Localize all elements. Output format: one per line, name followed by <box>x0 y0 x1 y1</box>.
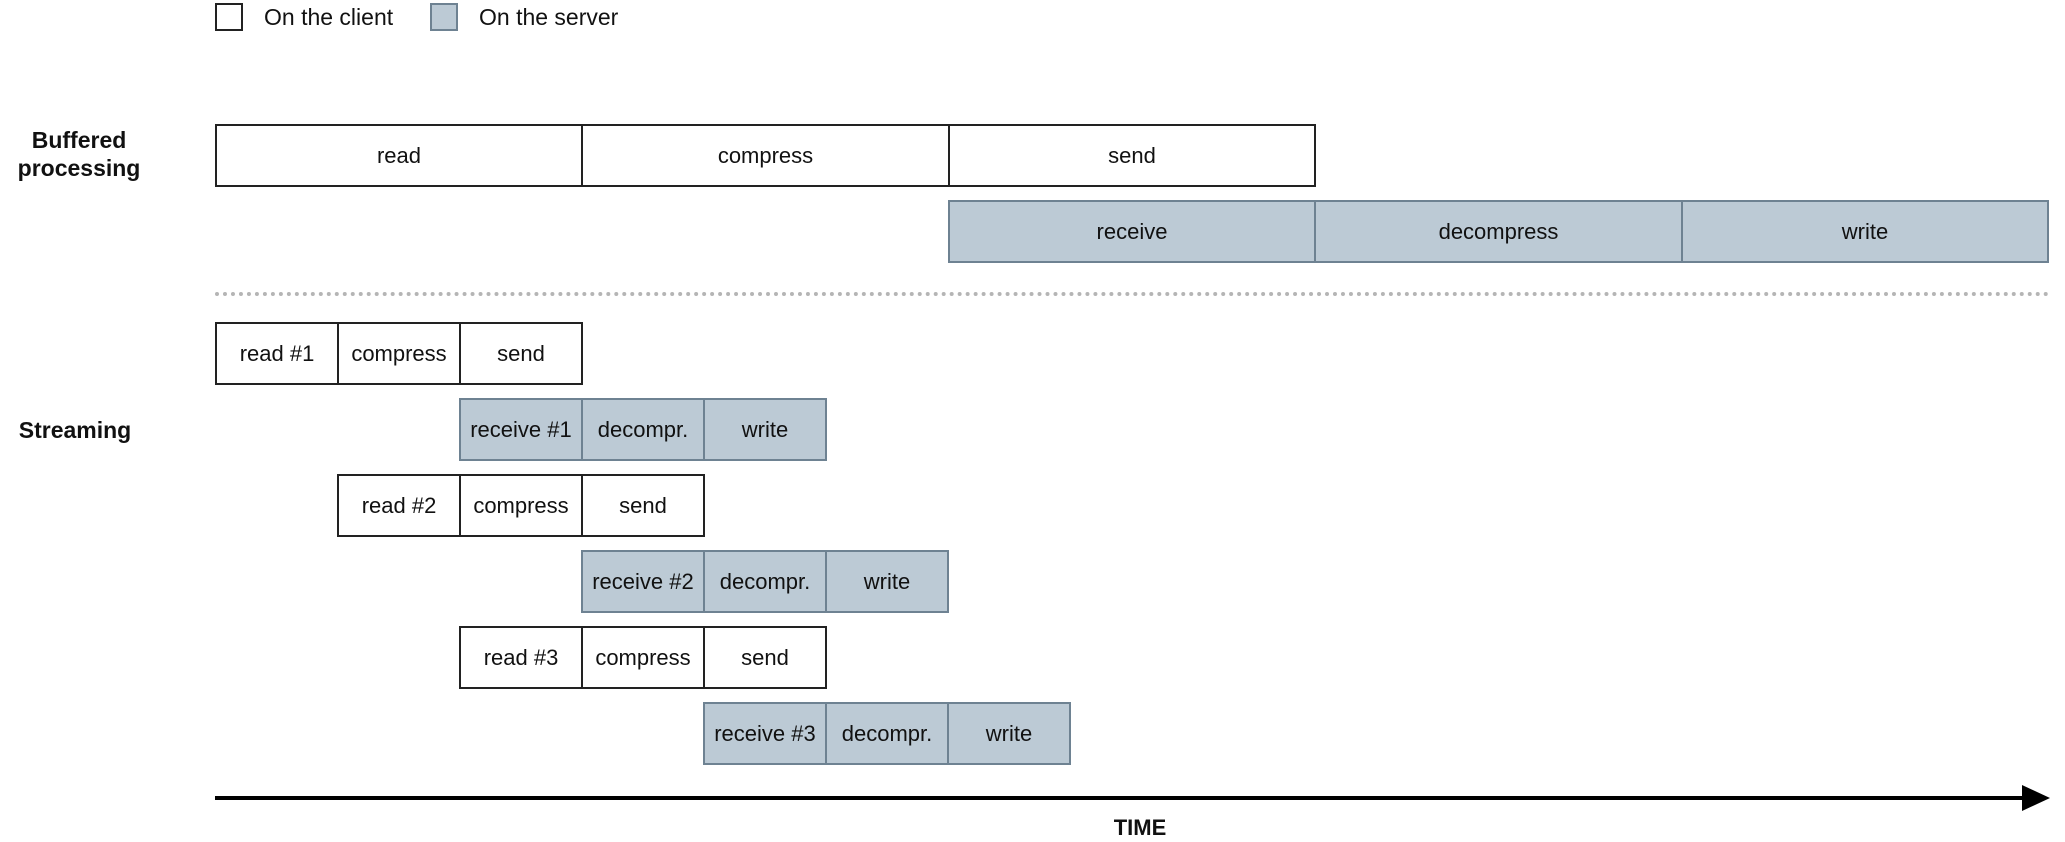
streaming-server-step: receive #3 <box>703 702 827 765</box>
streaming-server-step: write <box>703 398 827 461</box>
streaming-server-step: receive #2 <box>581 550 705 613</box>
streaming-client-step: compress <box>581 626 705 689</box>
buffered-client-step: read <box>215 124 583 187</box>
time-axis-label: TIME <box>1113 815 1167 840</box>
arrow-right-icon <box>2022 785 2050 811</box>
streaming-server-step: decompr. <box>703 550 827 613</box>
streaming-client-step: read #2 <box>337 474 461 537</box>
streaming-client-step: read #1 <box>215 322 339 385</box>
streaming-client-step: send <box>581 474 705 537</box>
buffered-client-step: send <box>948 124 1316 187</box>
streaming-server-step: receive #1 <box>459 398 583 461</box>
streaming-client-step: read #3 <box>459 626 583 689</box>
streaming-server-step: write <box>825 550 949 613</box>
streaming-server-step: decompr. <box>825 702 949 765</box>
streaming-client-step: compress <box>459 474 583 537</box>
streaming-client-step: send <box>703 626 827 689</box>
time-axis-arrow <box>215 785 2050 813</box>
streaming-label: Streaming <box>18 417 132 443</box>
buffered-processing-label: Buffered processing <box>17 127 141 181</box>
buffered-server-step: write <box>1681 200 2049 263</box>
legend-client-label: On the client <box>264 4 394 30</box>
legend-client-swatch <box>215 3 243 31</box>
streaming-client-step: compress <box>337 322 461 385</box>
time-axis-line <box>215 796 2025 800</box>
streaming-client-step: send <box>459 322 583 385</box>
streaming-server-step: decompr. <box>581 398 705 461</box>
section-divider <box>215 292 2050 296</box>
streaming-server-step: write <box>947 702 1071 765</box>
legend-server-label: On the server <box>479 4 619 30</box>
buffered-server-step: decompress <box>1314 200 1683 263</box>
legend-server-swatch <box>430 3 458 31</box>
buffered-server-step: receive <box>948 200 1316 263</box>
buffered-client-step: compress <box>581 124 950 187</box>
